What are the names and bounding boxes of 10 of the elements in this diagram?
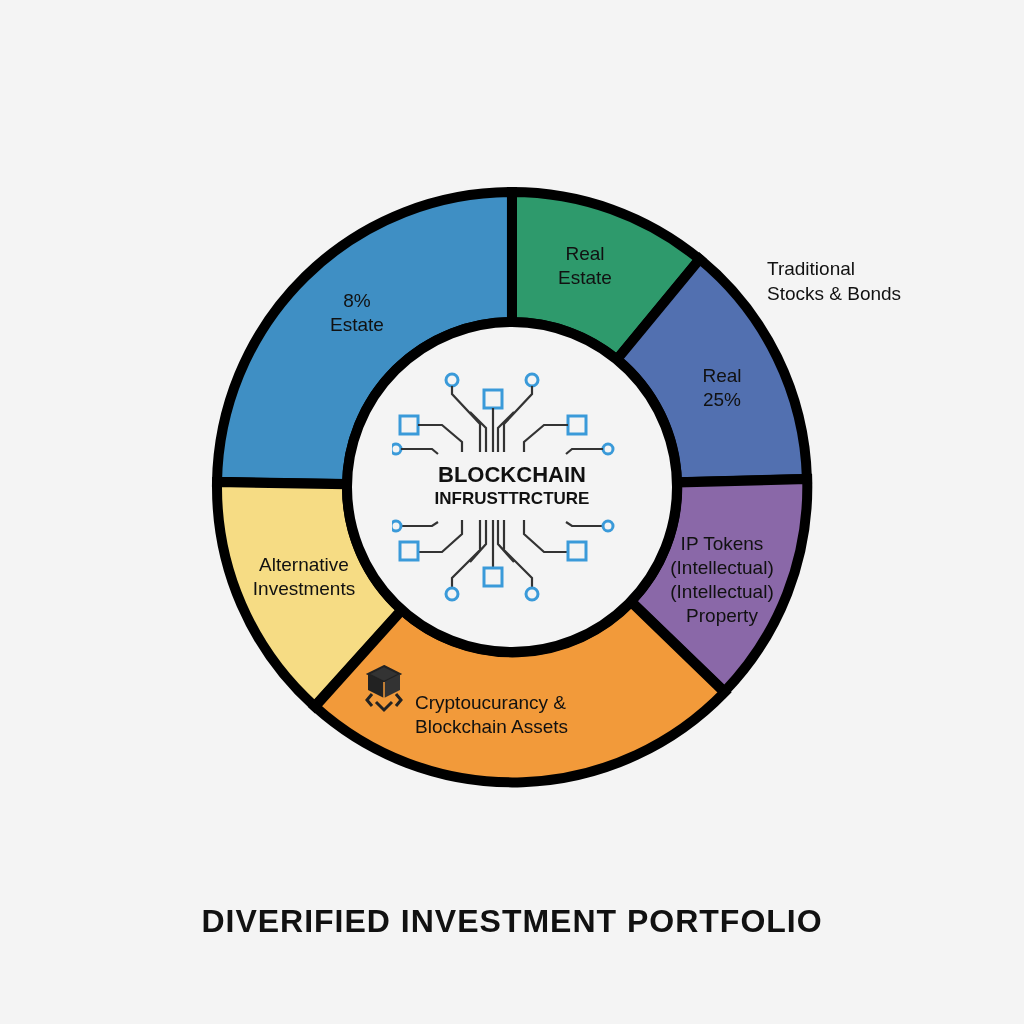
center-heading: BLOCKCHAIN: [437, 463, 587, 487]
side-label: Traditional Stocks & Bonds: [767, 257, 903, 306]
center-subheading: INFRUSTTRCTURE: [433, 488, 591, 510]
segment-label: 8% Estate: [329, 289, 385, 337]
segment-label: Alternative Investments: [251, 553, 357, 601]
title: DIVERIFIED INVESTMENT PORTFOLIO: [200, 903, 824, 940]
segment-label: Cryptoucurancy & Blockchain Assets: [415, 691, 570, 739]
segment-label: IP Tokens (Intellectual) (Intellectual) Property: [669, 532, 775, 628]
segment-label: Real 25%: [701, 364, 743, 412]
segment-label: Real Estate: [557, 242, 613, 290]
